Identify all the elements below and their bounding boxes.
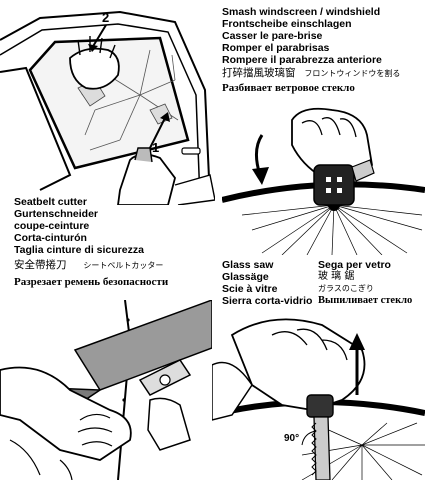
seatbelt-line-es: Corta-cinturón — [14, 232, 87, 244]
smash-line-cn: 打碎擋風玻璃窗 — [222, 67, 296, 79]
seatbelt-cutter-labels: Seatbelt cutter Gurtenschneider coupe-ce… — [14, 196, 168, 289]
glass-saw-labels-left: Glass saw Glassäge Scie à vitre Sierra c… — [222, 259, 312, 307]
seatbelt-cutting-illustration — [0, 300, 212, 480]
angle-label: 90° — [284, 433, 300, 444]
saw-line-de: Glassäge — [222, 271, 269, 283]
glass-saw-labels-right: Sega per vetro 玻 璃 鋸 ガラスのこぎり Выпиливает … — [318, 259, 412, 307]
seatbelt-line-it: Taglia cinture di sicurezza — [14, 244, 144, 256]
smash-line-ru: Разбивает ветровое стекло — [222, 82, 355, 94]
saw-line-it: Sega per vetro — [318, 259, 391, 271]
seatbelt-line-ru: Разрезает ремень безопасности — [14, 276, 169, 288]
callout-one: 1 — [152, 140, 160, 155]
saw-line-ru: Выпиливает стекло — [318, 295, 413, 306]
seatbelt-line-cn: 安全帶捲刀 — [14, 259, 67, 271]
smash-line-fr: Casser le pare-brise — [222, 30, 323, 42]
smash-windscreen-labels: Smash windscreen / windshield Frontschei… — [222, 6, 400, 95]
seatbelt-line-fr: coupe-ceinture — [14, 220, 90, 232]
saw-line-es: Sierra corta-vidrio — [222, 295, 313, 307]
seatbelt-line-de: Gurtenschneider — [14, 208, 99, 220]
callout-two: 2 — [102, 10, 110, 25]
glass-saw-illustration: 90° — [212, 305, 425, 480]
smash-line-es: Romper el parabrisas — [222, 42, 330, 54]
smash-line-en: Smash windscreen / windshield — [222, 6, 381, 18]
smash-line-de: Frontscheibe einschlagen — [222, 18, 352, 30]
smash-line-ja: フロントウィンドウを割る — [304, 69, 401, 78]
car-window-illustration: 2 1 — [0, 0, 215, 205]
seatbelt-line-ja: シートベルトカッター — [83, 261, 164, 270]
saw-line-cn: 玻 璃 鋸 — [318, 271, 355, 282]
smash-windshield-illustration — [222, 105, 425, 255]
saw-line-en: Glass saw — [222, 259, 274, 271]
saw-line-fr: Scie à vitre — [222, 283, 278, 295]
saw-line-ja: ガラスのこぎり — [318, 284, 374, 293]
smash-line-it: Rompere il parabrezza anteriore — [222, 54, 382, 66]
seatbelt-line-en: Seatbelt cutter — [14, 196, 87, 208]
